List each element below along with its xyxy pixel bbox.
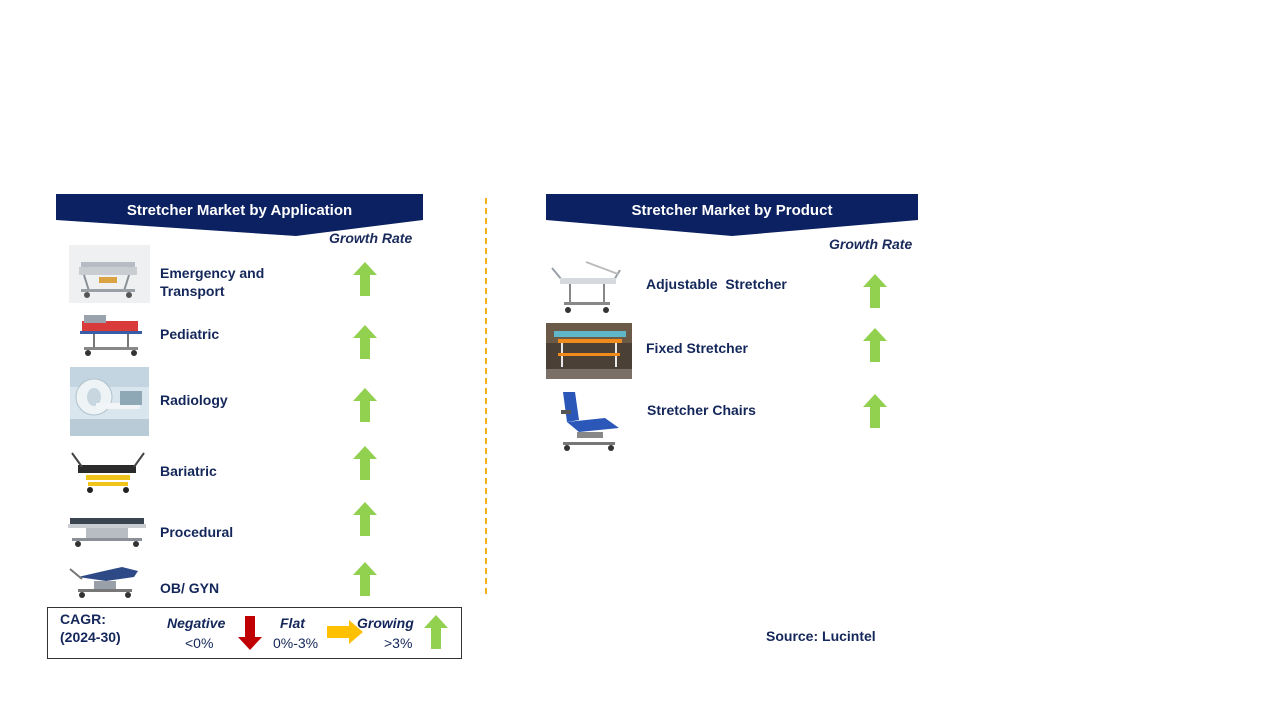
radiology-room-image	[70, 367, 149, 436]
growing-arrow-icon	[863, 274, 887, 308]
row-label-procedural: Procedural	[160, 524, 234, 540]
row-label-radiology: Radiology	[160, 392, 228, 408]
growth-rate-header-left: Growth Rate	[329, 230, 413, 246]
application-banner: Stretcher Market by Application	[56, 194, 423, 236]
adjustable-stretcher-image	[548, 258, 624, 318]
growing-arrow-icon	[424, 615, 448, 649]
growing-arrow-icon	[353, 325, 377, 359]
row-label-bariatric: Bariatric	[160, 463, 217, 479]
legend-negative-range: <0%	[185, 635, 214, 651]
stretcher-chair-image	[553, 388, 625, 454]
growing-arrow-icon	[863, 328, 887, 362]
row-label-fixed-stretcher: Fixed Stretcher	[646, 340, 748, 356]
bariatric-stretcher-image	[66, 449, 150, 494]
negative-arrow-icon	[238, 616, 262, 650]
cagr-legend: CAGR: (2024-30) Negative <0% Flat 0%-3% …	[47, 607, 462, 659]
legend-negative-label: Negative	[167, 615, 226, 631]
row-label-pediatric: Pediatric	[160, 326, 220, 342]
fixed-stretcher-image	[546, 323, 632, 379]
obgyn-chair-image	[64, 557, 144, 599]
procedural-stretcher-image	[66, 510, 148, 548]
growing-arrow-icon	[353, 388, 377, 422]
growing-arrow-icon	[353, 502, 377, 536]
banner-shape	[56, 194, 423, 236]
cagr-label: CAGR:	[60, 611, 106, 627]
row-label-stretcher-chairs: Stretcher Chairs	[647, 402, 756, 418]
growing-arrow-icon	[353, 562, 377, 596]
growing-arrow-icon	[863, 394, 887, 428]
product-title: Stretcher Market by Product	[631, 202, 833, 219]
legend-flat-label: Flat	[280, 615, 305, 631]
application-title: Stretcher Market by Application	[126, 202, 353, 219]
legend-flat-range: 0%-3%	[273, 635, 319, 651]
row-label-obgyn: OB/ GYN	[160, 580, 220, 596]
source-note: Source: Lucintel	[766, 628, 876, 644]
product-banner: Stretcher Market by Product	[546, 194, 918, 236]
growth-rate-header-right: Growth Rate	[829, 236, 913, 252]
pediatric-stretcher-image	[74, 309, 148, 357]
legend-growing-range: >3%	[384, 635, 413, 651]
legend-growing-label: Growing	[357, 615, 414, 631]
panel-divider	[485, 198, 487, 594]
growing-arrow-icon	[353, 446, 377, 480]
growing-arrow-icon	[353, 262, 377, 296]
cagr-period: (2024-30)	[60, 629, 121, 645]
banner-shape	[546, 194, 918, 236]
flat-arrow-icon	[327, 620, 363, 644]
emergency-stretcher-image	[69, 245, 150, 303]
row-label-adjustable-stretcher: Adjustable Stretcher	[646, 276, 787, 292]
